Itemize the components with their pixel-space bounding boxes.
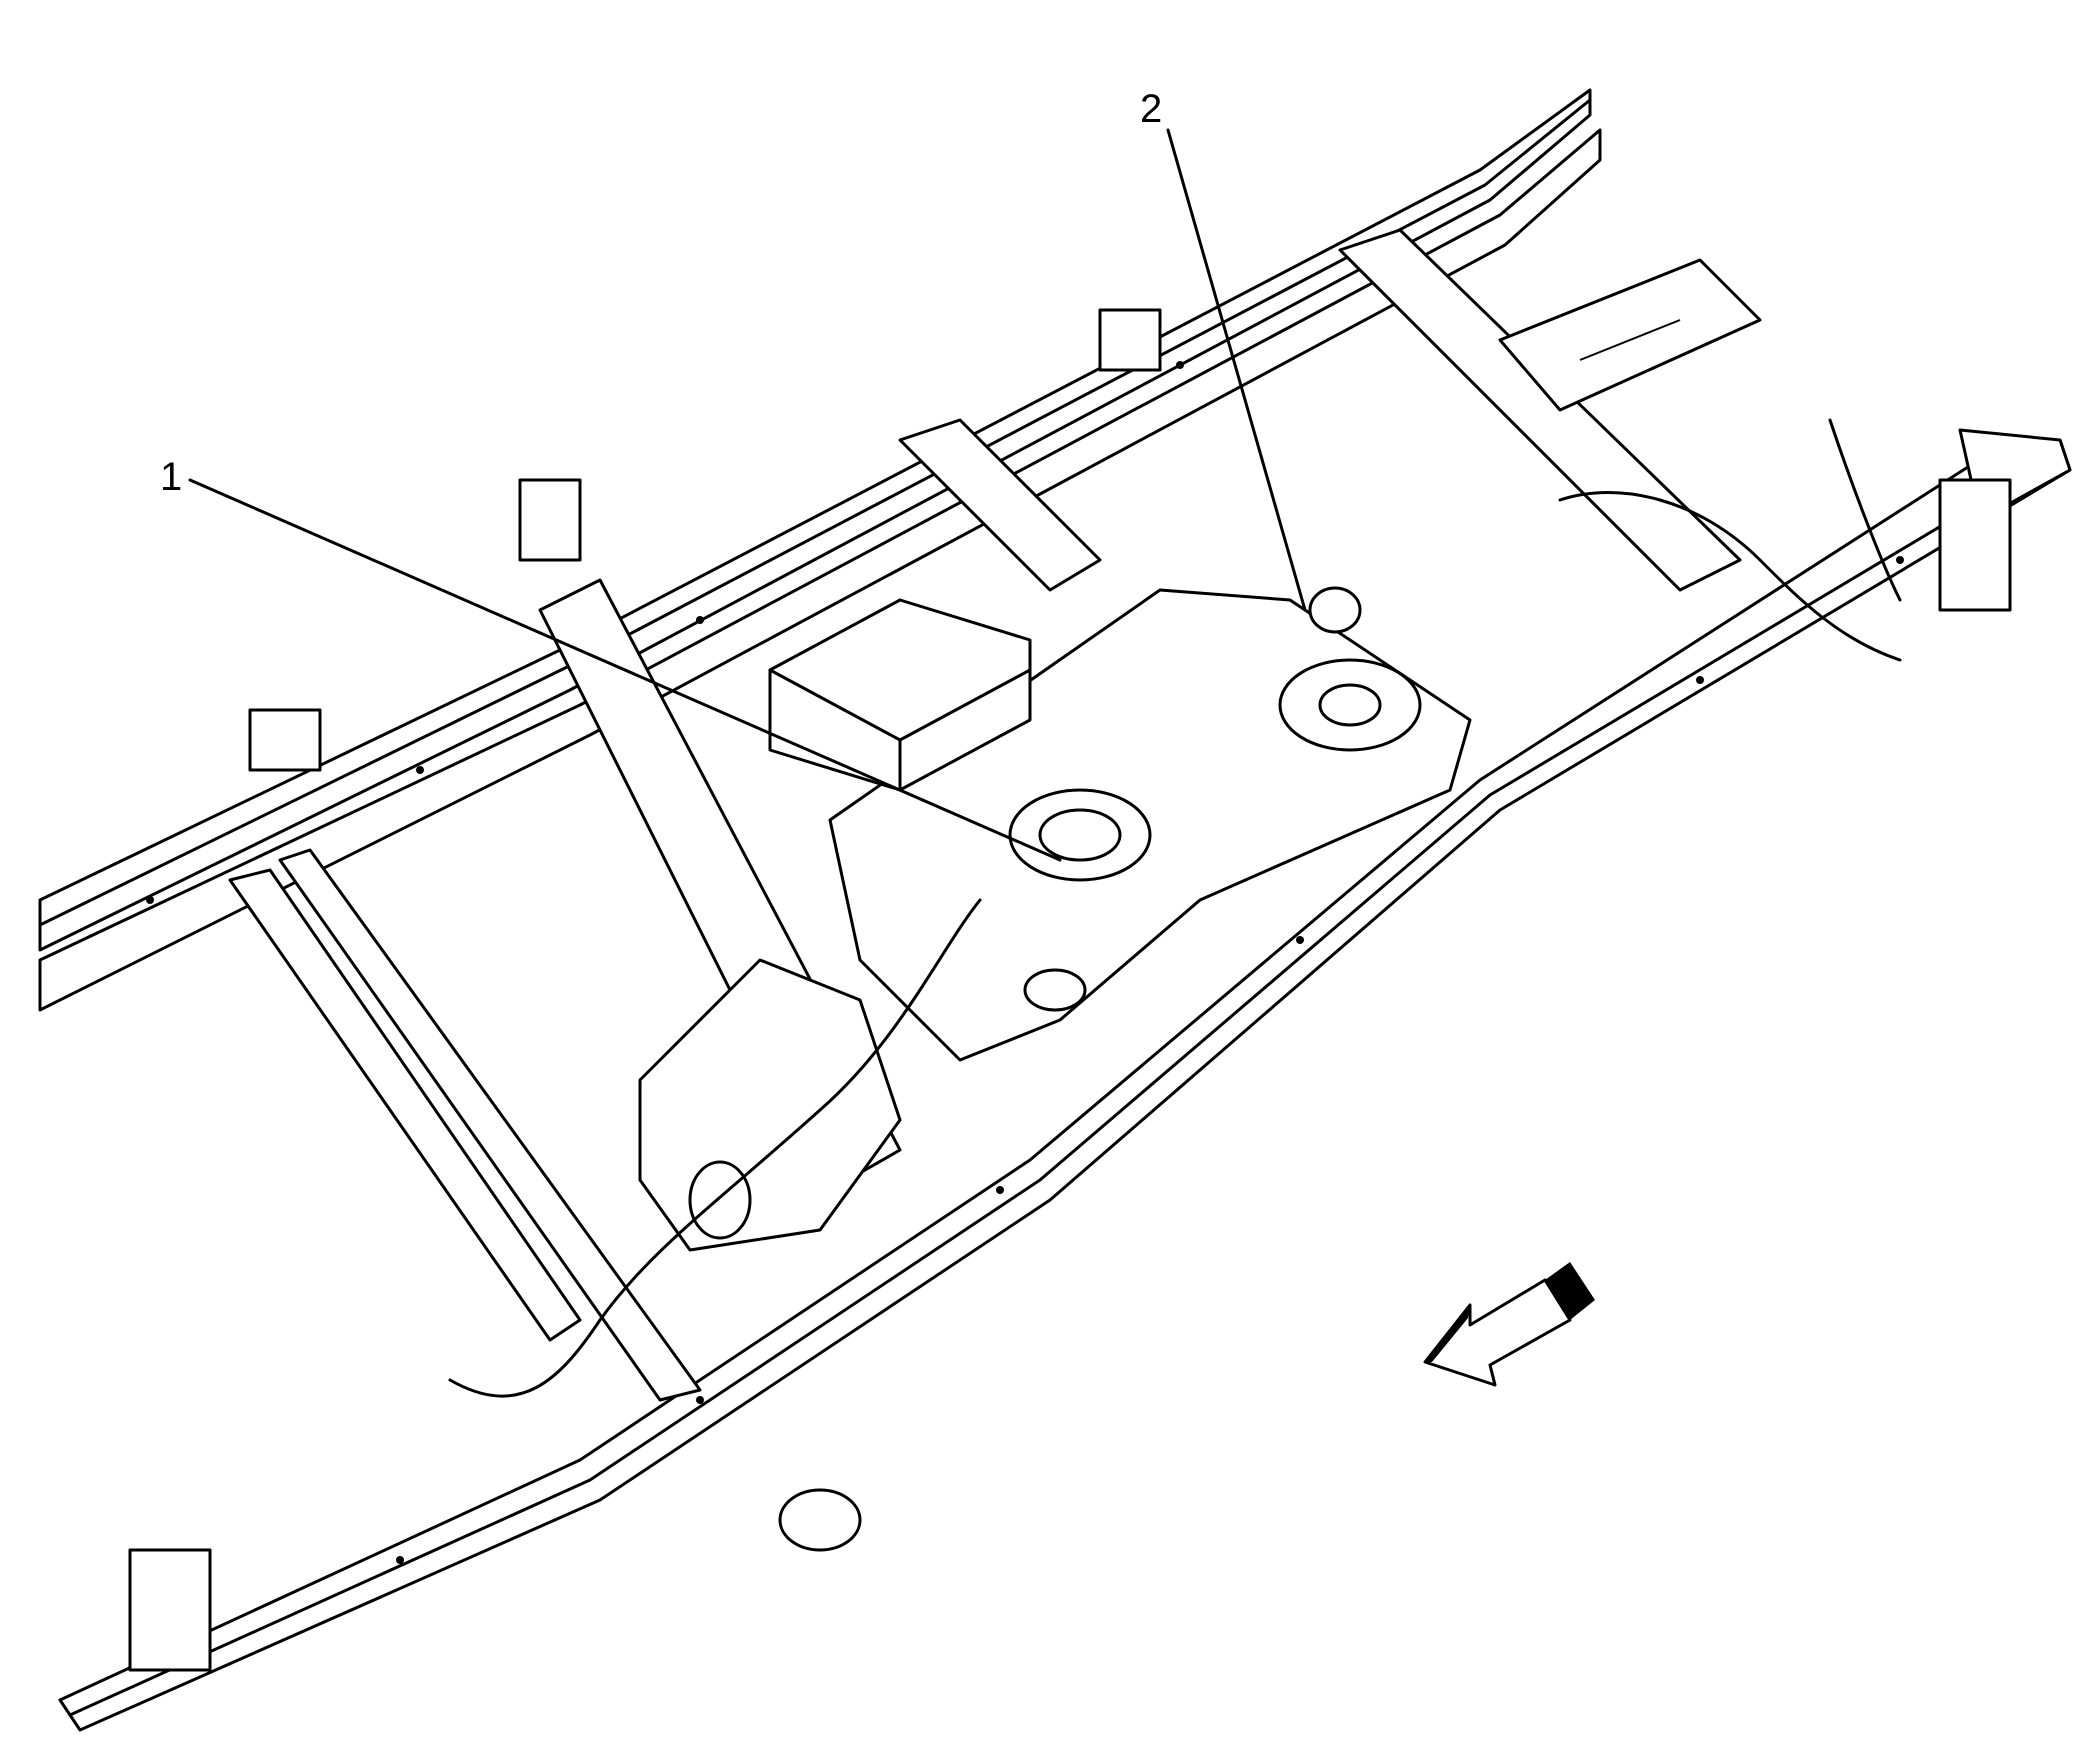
left-frame-rail (38, 88, 1602, 1012)
callout-1-leader (188, 478, 1062, 862)
fuel-tank (828, 586, 1472, 1062)
frame-mounts (128, 308, 2012, 1672)
callout-2-label: 2 (1140, 87, 1162, 131)
evap-canister (768, 598, 1032, 792)
right-frame-rail (58, 428, 2072, 1732)
callout-2-leader (1166, 128, 1307, 612)
front-direction-arrow-icon (1423, 1262, 1595, 1387)
rear-crossmember (1338, 228, 1762, 592)
front-crossmember (228, 848, 702, 1402)
wiring-harness (448, 418, 1902, 1398)
callout-1: 1 (160, 455, 1062, 862)
tank-shield (638, 958, 902, 1252)
callout-1-label: 1 (160, 455, 182, 499)
callout-2: 2 (1140, 87, 1307, 612)
